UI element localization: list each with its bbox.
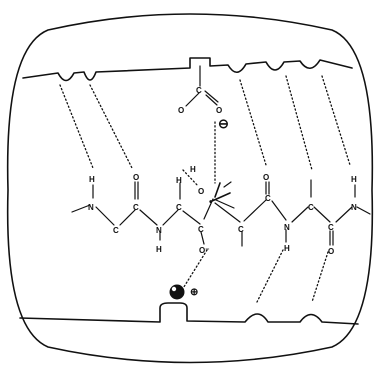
wedge-bond bbox=[223, 181, 232, 188]
peptide-backbone bbox=[71, 179, 371, 247]
water-oxygen: O bbox=[198, 187, 204, 196]
carboxylate-oxygen-left: O bbox=[178, 106, 184, 115]
cation-group: ⊕ bbox=[169, 284, 198, 300]
atom-label: C bbox=[308, 203, 314, 212]
atom-label: C bbox=[113, 226, 119, 235]
atom-label: C bbox=[133, 203, 139, 212]
atom-label: O bbox=[133, 173, 139, 182]
backbone-atoms: H N C O C N H C C O⁻ C O C N H C C O H N bbox=[88, 173, 357, 256]
hbond-line bbox=[89, 84, 133, 169]
atom-label: C bbox=[198, 225, 204, 234]
atom-label: C bbox=[265, 194, 271, 203]
hbond-line bbox=[59, 84, 94, 169]
hbond-line bbox=[181, 249, 208, 291]
carboxylate-group: C O O ⊖ bbox=[178, 65, 229, 131]
frame-outline bbox=[6, 13, 374, 364]
atom-label: N bbox=[351, 203, 357, 212]
atom-label: C bbox=[176, 203, 182, 212]
carboxylate-charge: ⊖ bbox=[218, 116, 229, 131]
hbond-line bbox=[311, 251, 329, 303]
lower-surface bbox=[19, 302, 359, 325]
atom-label: C bbox=[238, 225, 244, 234]
water-hydrogen-left: H bbox=[176, 176, 182, 185]
atom-label: H bbox=[284, 244, 290, 253]
hbond-line bbox=[256, 249, 284, 303]
atom-label: N bbox=[284, 223, 290, 232]
carboxylate-oxygen-right: O bbox=[216, 106, 222, 115]
atom-label: N bbox=[88, 203, 94, 212]
hbond-line bbox=[182, 169, 199, 187]
hbond-line bbox=[285, 75, 313, 171]
atom-label: N bbox=[156, 226, 162, 235]
carboxylate-carbon: C bbox=[196, 86, 202, 95]
wedge-bond bbox=[214, 182, 221, 198]
cation-highlight bbox=[171, 286, 177, 292]
ring-center-dot: • bbox=[209, 197, 213, 208]
wedge-bond bbox=[215, 199, 235, 209]
atom-label: H bbox=[156, 245, 162, 254]
oxyanion-label: O⁻ bbox=[199, 246, 209, 255]
atom-label: H bbox=[89, 175, 95, 184]
cation-charge: ⊕ bbox=[190, 287, 198, 298]
wedge-bond bbox=[211, 192, 231, 202]
atom-label: H bbox=[351, 175, 357, 184]
hbond-line bbox=[321, 75, 351, 166]
atom-label: C bbox=[328, 223, 334, 232]
upper-surface bbox=[22, 57, 353, 82]
water-hydrogen-upper: H bbox=[190, 165, 196, 174]
cation-sphere bbox=[169, 284, 185, 300]
hbond-line bbox=[239, 79, 267, 166]
atom-label: O bbox=[328, 247, 334, 256]
atom-label: O bbox=[263, 173, 269, 182]
